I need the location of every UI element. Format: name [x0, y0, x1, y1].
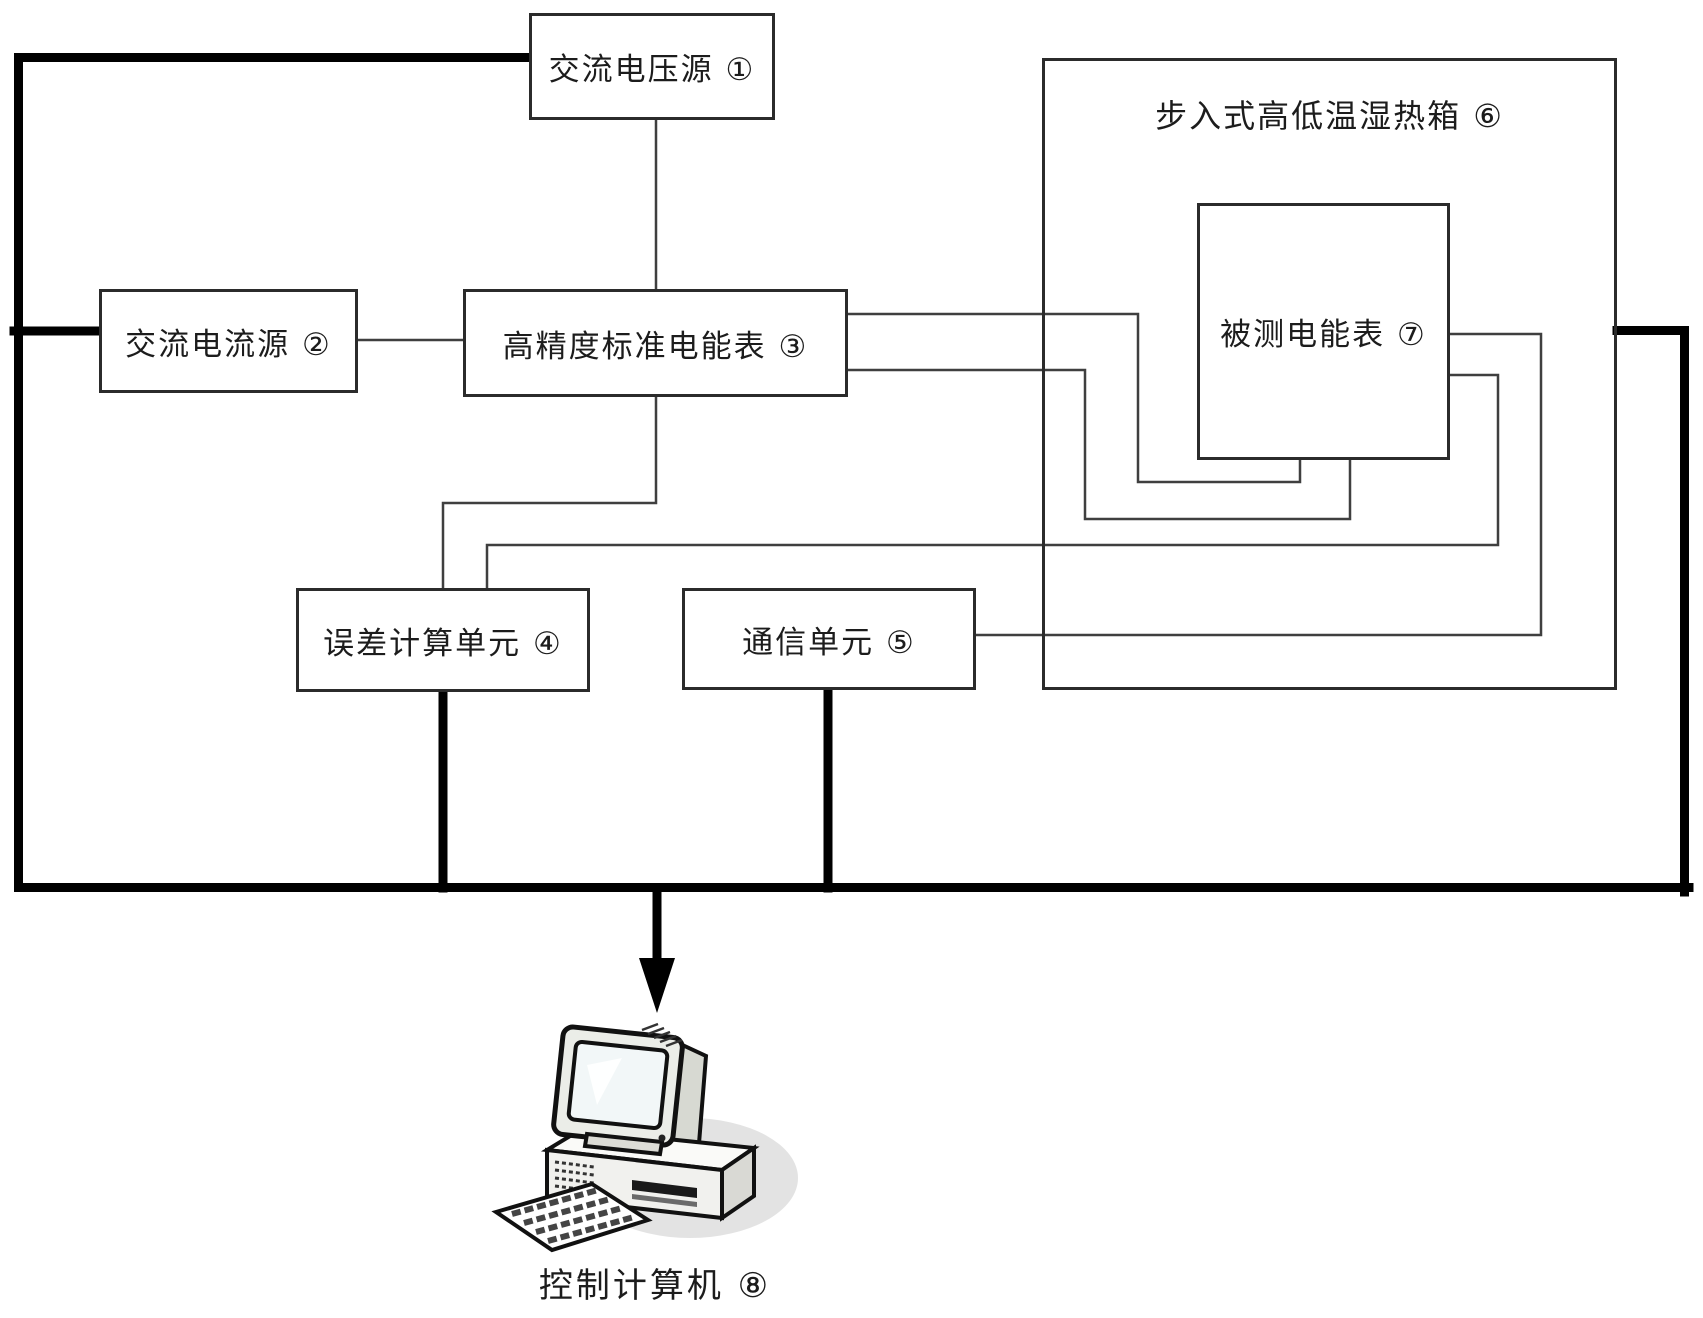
block-climate-chamber: 步入式高低温湿热箱 ⑥ — [1042, 58, 1617, 690]
block-label: 误差计算单元 ④ — [323, 625, 563, 662]
main-loop-line — [14, 53, 1694, 892]
control-computer-label: 控制计算机 ⑧ — [538, 1266, 772, 1306]
keyboard-keys — [511, 1187, 635, 1244]
thin-signal-wires — [358, 120, 1543, 637]
arrow-head — [639, 958, 675, 1013]
power-button — [658, 1134, 666, 1142]
block-standard-energy-meter: 高精度标准电能表 ③ — [463, 289, 848, 397]
monitor-vents — [641, 1022, 683, 1048]
thick-circuit-lines — [9, 53, 1694, 970]
keyboard — [491, 1181, 653, 1253]
block-label: 交流电压源 ① — [548, 52, 756, 88]
block-label: 通信单元 ⑤ — [742, 624, 916, 661]
monitor-base — [582, 1131, 665, 1157]
computer-icon — [491, 1022, 798, 1253]
right-border-line — [1612, 326, 1689, 897]
block-label: 高精度标准电能表 ③ — [502, 328, 809, 365]
case-slot-dark — [632, 1180, 697, 1198]
wire-meter-to-dut-1 — [848, 312, 1302, 484]
wire-error-unit-to-dut — [485, 373, 1500, 588]
block-meter-under-test: 被测电能表 ⑦ — [1197, 203, 1450, 460]
wire-comm-unit-to-dut — [976, 332, 1543, 637]
block-label: 交流电流源 ② — [125, 326, 332, 363]
screen-glare — [587, 1058, 622, 1105]
case-slot-light — [632, 1194, 697, 1207]
wire-meter-to-error-unit — [441, 397, 658, 588]
wire-meter-to-dut-2 — [848, 368, 1352, 521]
block-communication-unit: 通信单元 ⑤ — [682, 588, 976, 690]
block-label: 被测电能表 ⑦ — [1220, 317, 1427, 353]
block-error-calculation-unit: 误差计算单元 ④ — [296, 588, 590, 692]
block-ac-current-source: 交流电流源 ② — [99, 289, 358, 393]
chamber-title: 步入式高低温湿热箱 ⑥ — [1155, 97, 1504, 135]
block-ac-voltage-source: 交流电压源 ① — [529, 13, 775, 120]
monitor-screen — [566, 1039, 670, 1131]
